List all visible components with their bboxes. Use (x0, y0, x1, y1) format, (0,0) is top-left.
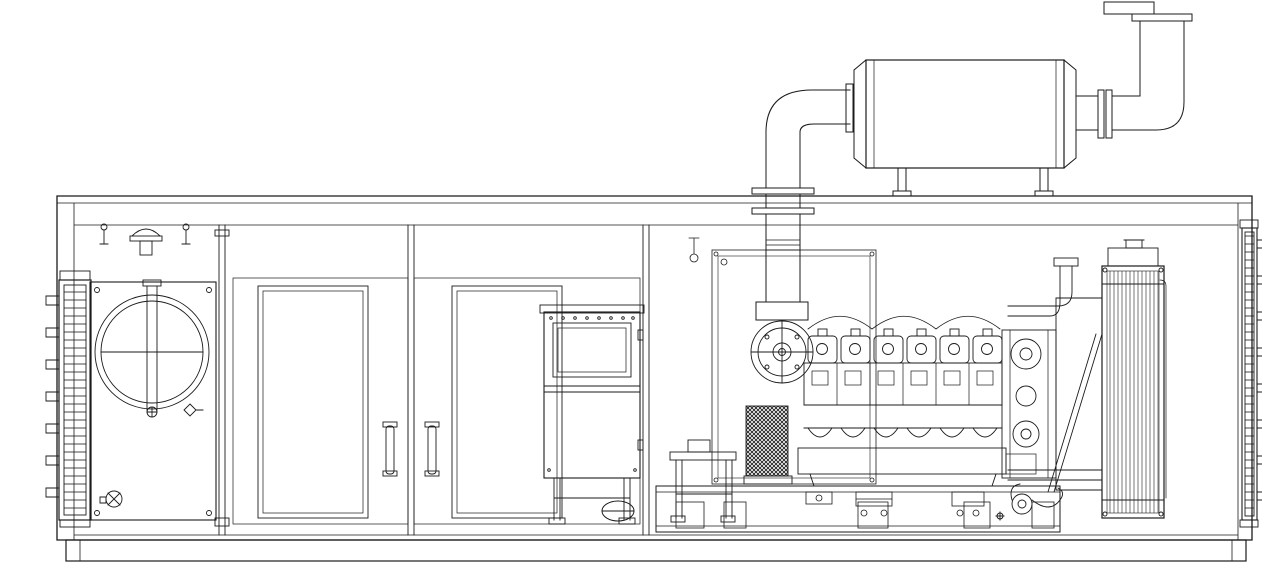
gear-housing (1001, 329, 1057, 479)
intake-piping (807, 316, 1001, 330)
cabinet-body (543, 311, 641, 479)
overflow-tube (1159, 279, 1167, 499)
louver-blades (63, 284, 87, 516)
coolant-piping (1007, 257, 1103, 481)
air-inlet-louver-left (45, 270, 92, 528)
air-outlet-louver-right (1239, 219, 1262, 528)
exhaust-riser (751, 131, 815, 321)
injection-band (803, 362, 1003, 406)
diagonal-brace (1047, 333, 1103, 493)
drain-fitting (99, 490, 123, 508)
display-window (552, 322, 632, 378)
crankcase-oil-pan (797, 447, 1007, 487)
door-handle-right (424, 421, 440, 477)
generator-block (745, 405, 789, 477)
radiator (1007, 239, 1167, 519)
exhaust-ports (803, 404, 1003, 438)
access-doors (232, 224, 641, 536)
partition-walls (214, 224, 650, 536)
lifting-cutouts (675, 501, 1055, 529)
flywheel-damper (750, 320, 814, 384)
exhaust-elbow (765, 83, 854, 133)
roof-sensor (688, 237, 700, 255)
vent-cap (129, 228, 163, 256)
vibration-isolators (805, 491, 985, 517)
exhaust-silencer (853, 59, 1077, 197)
door-handle-left (382, 421, 398, 477)
exhaust-system (751, 1, 1193, 321)
enclosure-shell (56, 195, 1253, 562)
silencer-support-left (892, 167, 912, 197)
engine (669, 316, 1063, 523)
flex-joint (765, 239, 801, 251)
dip-tube (146, 286, 158, 411)
door-right (413, 277, 641, 525)
valve-diamond (183, 403, 204, 417)
hinge-tabs (45, 295, 60, 498)
control-cabinet (539, 304, 645, 525)
silencer-support-right (1034, 167, 1054, 197)
service-bench (669, 439, 737, 523)
door-left (232, 277, 409, 525)
center-post (407, 224, 415, 536)
fan-shroud (1055, 297, 1103, 491)
cabinet-stand (553, 477, 631, 521)
hinge-tabs (1256, 239, 1262, 501)
stack-top-flange (1131, 13, 1193, 22)
rain-cap (1103, 1, 1155, 15)
base-skid (65, 539, 1247, 562)
floor-drain-oval (601, 500, 635, 522)
radiator-cap (1123, 239, 1145, 249)
valve-covers (807, 328, 1003, 364)
fuel-tank-section (89, 223, 217, 521)
engine-skid (601, 485, 1061, 533)
roof-stud-right (181, 229, 191, 245)
top-tank (1107, 247, 1159, 267)
roof-stud-left (99, 229, 109, 245)
outlet-stack (1075, 1, 1193, 139)
